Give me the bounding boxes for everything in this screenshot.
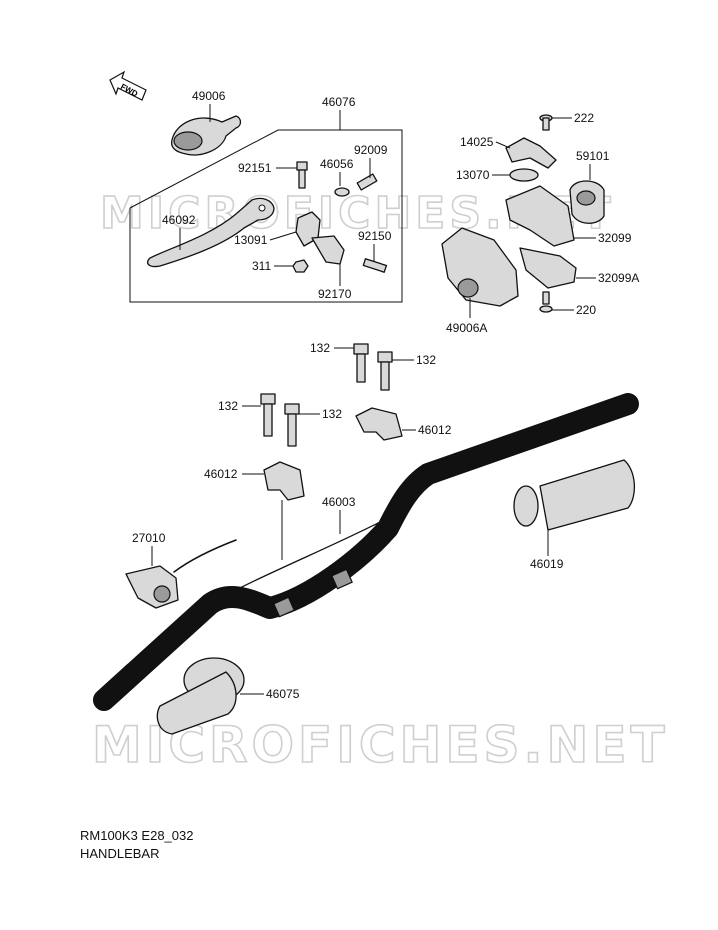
section-name: HANDLEBAR [80, 846, 160, 861]
label-46003: 46003 [322, 495, 356, 509]
washer-46056-part [334, 187, 350, 197]
label-92170: 92170 [318, 287, 352, 301]
label-46092: 46092 [162, 213, 196, 227]
label-13091: 13091 [234, 233, 268, 247]
label-92150: 92150 [358, 229, 392, 243]
label-27010: 27010 [132, 531, 166, 545]
clutch-lever-part [146, 197, 275, 268]
ring-13070-part [509, 168, 539, 182]
label-132-d: 132 [322, 407, 342, 421]
fwd-arrow-icon: FWD [109, 70, 147, 101]
label-49006: 49006 [192, 89, 226, 103]
bolt-132-b-part [377, 351, 393, 391]
label-46012-upper: 46012 [418, 423, 452, 437]
throttle-boot-49006a-part [441, 227, 519, 307]
label-311: 311 [252, 259, 271, 273]
label-92151: 92151 [238, 161, 272, 175]
clamp-46012-lower-part [263, 461, 305, 501]
label-49006a: 49006A [446, 321, 487, 335]
label-132-c: 132 [218, 399, 238, 413]
label-59101: 59101 [576, 149, 610, 163]
label-92009: 92009 [354, 143, 388, 157]
label-46012-lower: 46012 [204, 467, 238, 481]
cover-14025-part [505, 137, 557, 169]
kill-switch-27010-part [125, 539, 237, 609]
model-code: RM100K3 E28_032 [80, 828, 194, 843]
label-46056: 46056 [320, 157, 354, 171]
throttle-case-32099-part [505, 185, 575, 247]
grip-46075-part [156, 657, 245, 735]
nut-311-part [292, 259, 309, 273]
label-220: 220 [576, 303, 596, 317]
screw-220-part [539, 291, 553, 313]
screw-222-part [539, 114, 553, 131]
label-46076: 46076 [322, 95, 356, 109]
label-132-b: 132 [416, 353, 436, 367]
label-14025: 14025 [460, 135, 494, 149]
bolt-132-c-part [260, 393, 276, 437]
label-46075: 46075 [266, 687, 300, 701]
handlebar-46003-part [93, 393, 639, 711]
leader-lines [151, 104, 596, 695]
throttle-pulley-59101-part [569, 180, 605, 224]
label-132-a: 132 [310, 341, 330, 355]
throttle-case-32099a-part [519, 247, 577, 289]
bolt-92151-part [296, 161, 308, 189]
label-46019: 46019 [530, 557, 564, 571]
bolt-132-a-part [353, 343, 369, 383]
label-13070: 13070 [456, 168, 490, 182]
label-32099a: 32099A [598, 271, 639, 285]
grip-46019-part [513, 459, 635, 531]
lever-assembly-box [129, 129, 403, 303]
bolt-92150-part [362, 258, 388, 273]
lever-boot-part [170, 115, 242, 156]
label-32099: 32099 [598, 231, 632, 245]
screw-92009-part [356, 173, 378, 191]
label-222: 222 [574, 111, 594, 125]
bolt-132-d-part [284, 403, 300, 447]
lever-holder-13091-part [295, 211, 345, 265]
clamp-46012-upper-part [355, 407, 403, 441]
